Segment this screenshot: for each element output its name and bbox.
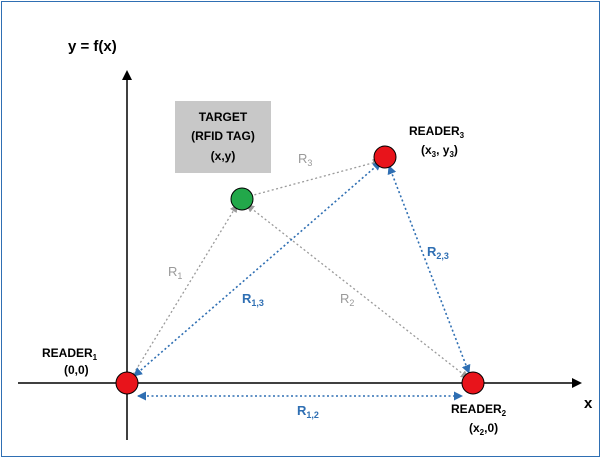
reader3-node bbox=[373, 145, 397, 169]
reader1-node bbox=[115, 371, 139, 395]
target-title: TARGET bbox=[199, 110, 248, 124]
r2-label: R2 bbox=[340, 291, 354, 308]
target-coords: (x,y) bbox=[211, 149, 236, 163]
reader2-node bbox=[461, 371, 485, 395]
r2-line bbox=[246, 204, 469, 379]
r12-label: R1,2 bbox=[297, 403, 319, 420]
r23-label: R2,3 bbox=[427, 244, 449, 261]
r23-line bbox=[387, 165, 471, 374]
reader2-label: READER2 bbox=[451, 402, 507, 418]
reader3-coords: (x3, y3) bbox=[421, 143, 458, 159]
reader1-label: READER1 bbox=[42, 346, 98, 362]
reader2-coords: (x2,0) bbox=[469, 421, 498, 437]
target-subtitle: (RFID TAG) bbox=[191, 129, 255, 143]
y-axis-label: y = f(x) bbox=[68, 38, 117, 55]
target-box bbox=[175, 101, 271, 173]
r1-label: R1 bbox=[168, 264, 182, 281]
reader3-label: READER3 bbox=[409, 124, 465, 140]
x-axis-label: x bbox=[584, 395, 593, 412]
reader1-coords: (0,0) bbox=[64, 363, 89, 377]
target-node bbox=[230, 187, 254, 211]
r13-line bbox=[133, 161, 382, 377]
r13-label: R1,3 bbox=[242, 291, 264, 308]
r3-label: R3 bbox=[298, 151, 312, 168]
r1-line bbox=[130, 204, 238, 379]
